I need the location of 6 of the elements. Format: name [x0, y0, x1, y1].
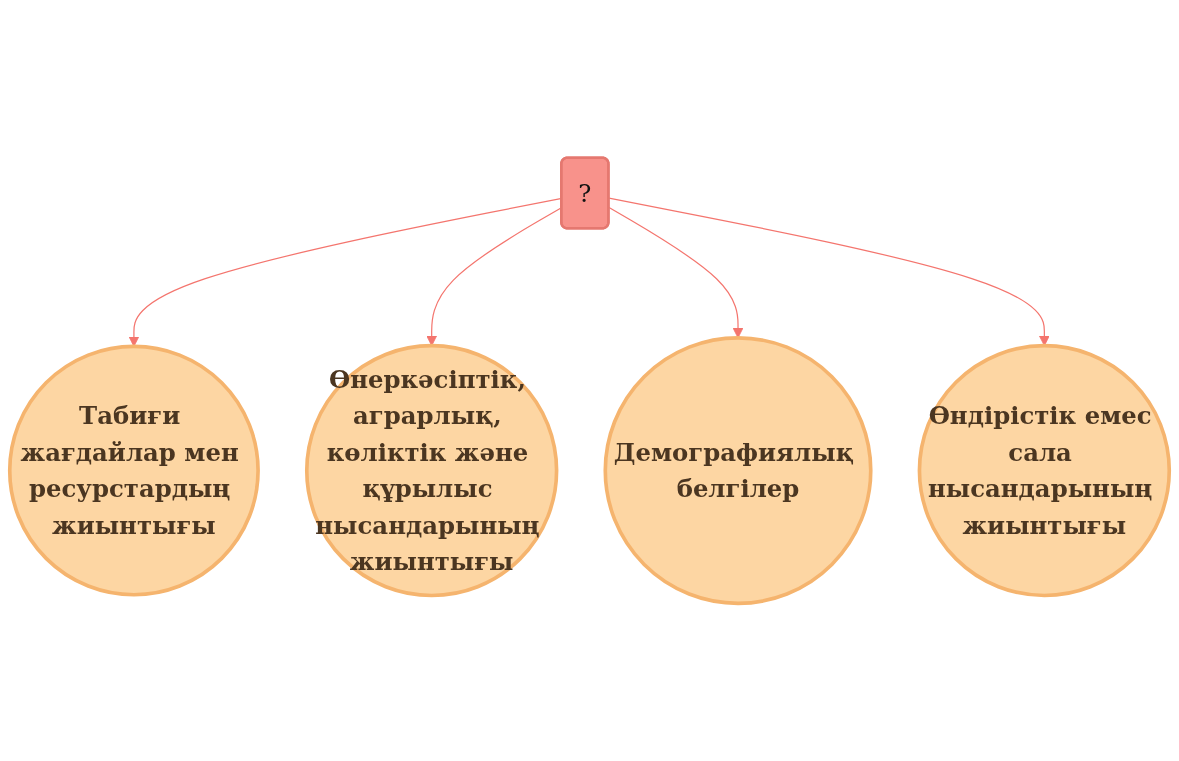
- node-circle: Демографиялық белгілер: [603, 336, 873, 606]
- node-circle: Өндірістік емес сала нысандарының жиынтығы: [917, 343, 1172, 598]
- arrow: [608, 206, 744, 339]
- node-circle: Табиғи жағдайлар мен ресурстардың жиынтығы: [7, 344, 260, 597]
- arrow: [608, 197, 1050, 347]
- node-circle: Өнеркәсіптік, аграрлық, көліктік және құрылыс нысандарының жиынтығы: [304, 343, 559, 598]
